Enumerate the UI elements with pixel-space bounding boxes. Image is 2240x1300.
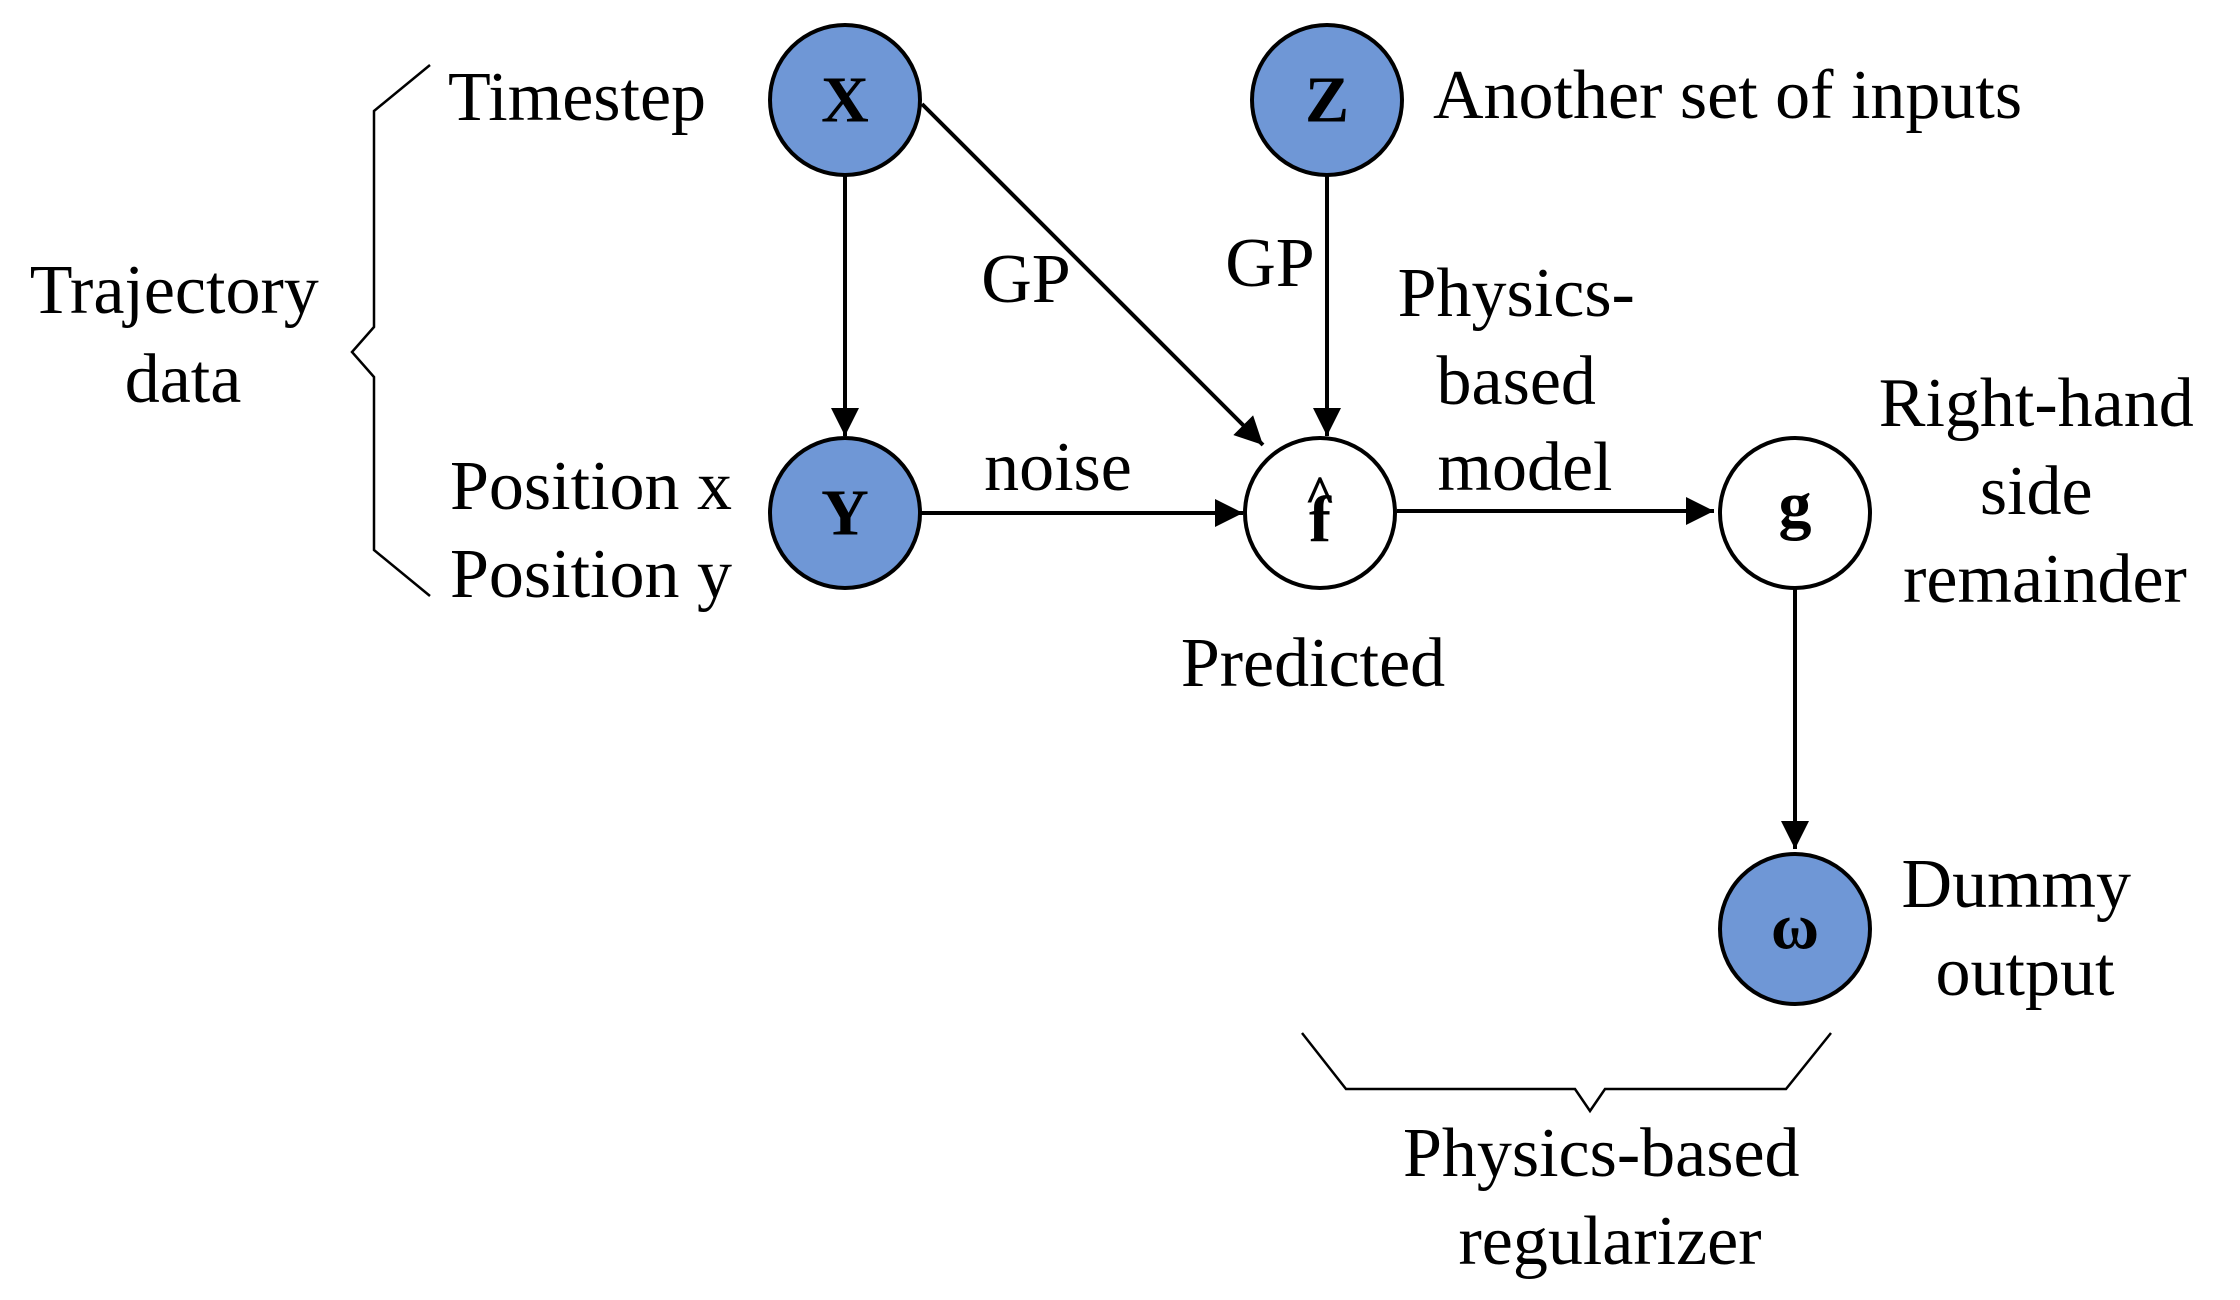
label-dummy-line-1: Dummy (1902, 846, 2131, 923)
label-gp-left: GP (981, 241, 1070, 318)
node-g-letter: g (1779, 469, 1812, 542)
label-rhs-line-3: remainder (1903, 541, 2187, 618)
label-trajectory-data: Trajectory data (30, 252, 337, 418)
node-y-letter: Y (821, 477, 869, 550)
label-trajectory-line-1: Trajectory (30, 252, 319, 329)
label-rhs-remainder: Right-hand side remainder (1879, 365, 2211, 618)
label-regularizer-line-2: regularizer (1458, 1203, 1761, 1280)
label-dummy-output: Dummy output (1902, 846, 2149, 1011)
label-timestep: Timestep (448, 59, 706, 136)
node-z-letter: Z (1305, 64, 1349, 137)
node-x-letter: X (821, 64, 869, 137)
label-rhs-line-1: Right-hand (1879, 365, 2194, 442)
node-g-circle (1718, 436, 1872, 590)
node-f-hat: ^ (1304, 465, 1335, 525)
node-f-letter: f (1309, 484, 1332, 557)
label-position-y: Position y (450, 536, 732, 613)
node-z: Z (1250, 23, 1404, 177)
label-regularizer: Physics-based regularizer (1403, 1115, 1817, 1280)
label-position-x: Position x (450, 448, 732, 525)
trajectory-brace (350, 64, 431, 597)
label-trajectory-line-2: data (125, 341, 242, 418)
node-z-circle (1250, 23, 1404, 177)
label-noise: noise (984, 429, 1132, 506)
node-f-circle (1243, 436, 1397, 590)
label-regularizer-line-1: Physics-based (1403, 1115, 1800, 1192)
label-physics-model-line-2: based (1437, 343, 1596, 420)
label-rhs-line-2: side (1980, 453, 2093, 530)
node-omega-letter: ω (1771, 891, 1819, 964)
label-predicted: Predicted (1181, 625, 1445, 702)
node-g: g (1718, 436, 1872, 590)
label-physics-model-line-1: Physics- (1398, 255, 1635, 332)
label-position: Position x Position y (450, 448, 750, 613)
node-f: ^ f (1243, 436, 1397, 590)
label-physics-model: Physics- based model (1398, 255, 1653, 506)
node-x-circle (768, 23, 922, 177)
node-x: X (768, 23, 922, 177)
node-y: Y (768, 436, 922, 590)
node-omega: ω (1718, 852, 1872, 1006)
label-gp-right: GP (1225, 225, 1314, 302)
node-y-circle (768, 436, 922, 590)
label-dummy-line-2: output (1936, 934, 2115, 1011)
label-physics-model-line-3: model (1438, 429, 1613, 506)
edge-x-to-f (920, 102, 1265, 447)
regularizer-brace (1301, 1032, 1832, 1114)
node-omega-circle (1718, 852, 1872, 1006)
label-another-inputs: Another set of inputs (1433, 57, 2022, 134)
